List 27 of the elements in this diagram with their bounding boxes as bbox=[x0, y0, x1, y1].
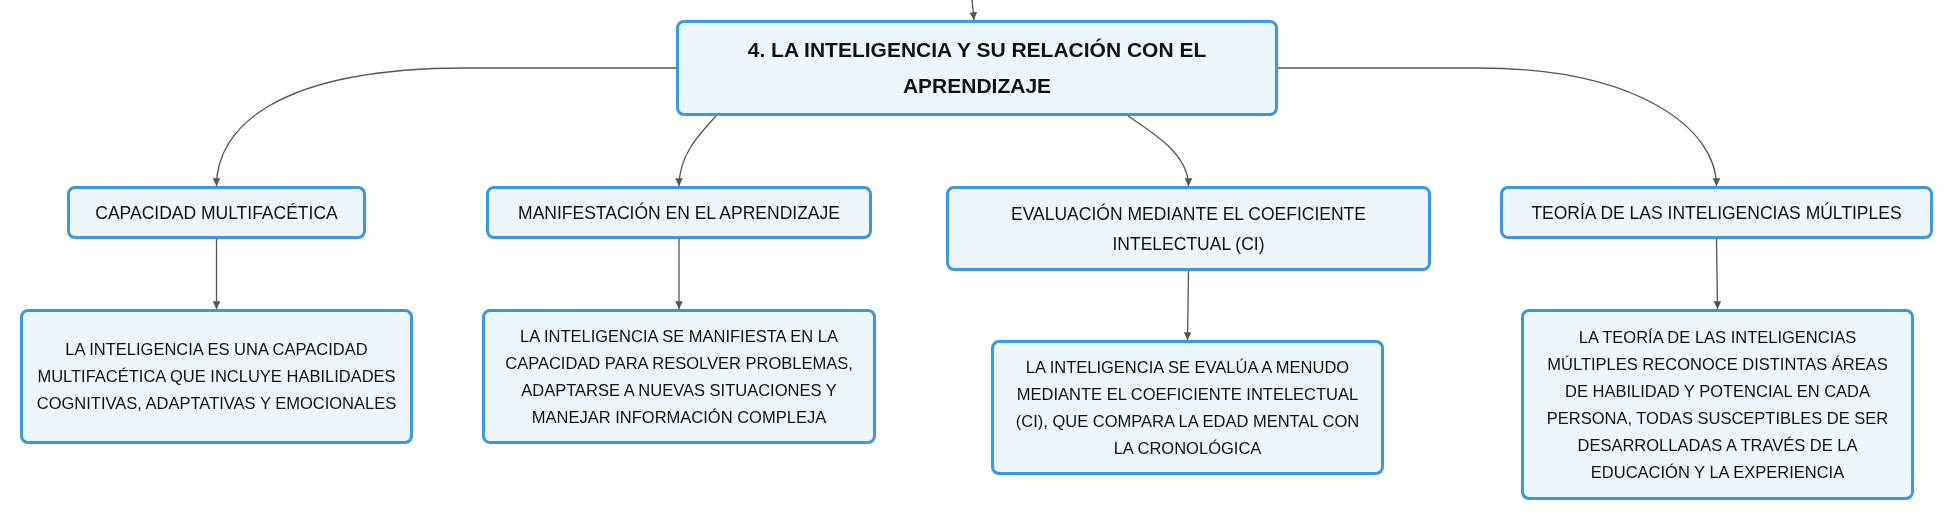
subtopic-label: TEORÍA DE LAS INTELIGENCIAS MÚLTIPLES bbox=[1531, 201, 1902, 225]
description-box bbox=[991, 340, 1384, 475]
connector-arrow bbox=[675, 238, 683, 310]
subtopic-label: MANIFESTACIÓN EN EL APRENDIZAJE bbox=[518, 201, 840, 225]
connector-arrow bbox=[969, 0, 978, 21]
subtopic-box bbox=[946, 186, 1431, 271]
subtopic-box bbox=[486, 186, 872, 239]
subtopic-label: EVALUACIÓN MEDIANTE EL COEFICIENTE INTELECTUAL (CI) bbox=[1010, 202, 1367, 256]
connector-arrow bbox=[1183, 270, 1192, 341]
description-text: LA INTELIGENCIA SE MANIFIESTA EN LA CAPACIDAD PARA RESOLVER PROBLEMAS, ADAPTARSE A NUEVAS SITUACIONES Y MANEJAR INFORMACIÓN COMPLEJA bbox=[504, 325, 854, 428]
connector-arrow bbox=[213, 67, 677, 187]
description-text: LA TEORÍA DE LAS INTELIGENCIAS MÚLTIPLES RECONOCE DISTINTAS ÁREAS DE HABILIDAD Y POTENCIAL EN CADA PERSONA, TODAS SUSCEPTIBLES DE SER DESARROLLADAS A TRAVÉS DE LA EDUCACIÓN Y LA EXPERIENCIA bbox=[1545, 326, 1890, 483]
description-text: LA INTELIGENCIA SE EVALÚA A MENUDO MEDIANTE EL COEFICIENTE INTELECTUAL (CI), QUE COMPARA LA EDAD MENTAL CON LA CRONOLÓGICA bbox=[1014, 356, 1361, 459]
subtopic-box bbox=[67, 186, 366, 239]
topic-box bbox=[676, 20, 1278, 116]
description-text: LA INTELIGENCIA ES UNA CAPACIDAD MULTIFACÉTICA QUE INCLUYE HABILIDADES COGNITIVAS, ADAPTATIVAS Y EMOCIONALES bbox=[35, 339, 398, 414]
connector-arrow bbox=[1277, 67, 1720, 187]
connector-arrow bbox=[212, 238, 221, 310]
subtopic-box bbox=[1500, 186, 1933, 239]
description-box bbox=[482, 309, 876, 444]
topic-title: 4. LA INTELIGENCIA Y SU RELACIÓN CON EL APRENDIZAJE bbox=[746, 37, 1208, 99]
description-box bbox=[20, 309, 413, 444]
connector-arrow bbox=[1713, 238, 1722, 310]
subtopic-label: CAPACIDAD MULTIFACÉTICA bbox=[95, 201, 338, 225]
description-box bbox=[1521, 309, 1914, 500]
connector-arrow bbox=[675, 115, 717, 187]
connector-arrow bbox=[1127, 115, 1192, 187]
